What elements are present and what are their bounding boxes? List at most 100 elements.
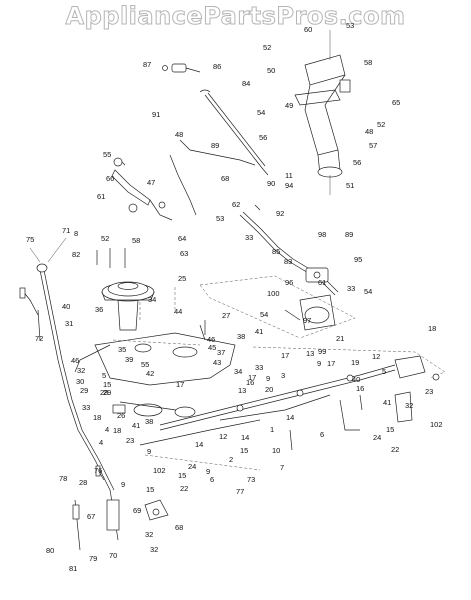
part-label: 12: [219, 432, 227, 441]
hardware-bolts: [96, 248, 363, 451]
part-label: 34: [234, 367, 242, 376]
part-label: 37: [217, 348, 225, 357]
part-label: 51: [346, 181, 354, 190]
part-label: 41: [132, 421, 140, 430]
part-label: 33: [245, 233, 253, 242]
part-label: 53: [346, 21, 354, 30]
control-rod-assembly: [162, 63, 269, 176]
part-label: 102: [153, 466, 166, 475]
part-label: 3: [281, 371, 285, 380]
part-label: 21: [336, 334, 344, 343]
part-label: 66: [106, 174, 114, 183]
part-label: 34: [148, 295, 156, 304]
part-label: 47: [147, 178, 155, 187]
part-label: 45: [208, 343, 216, 352]
part-label: 33: [82, 403, 90, 412]
part-label: 9: [147, 447, 151, 456]
drive-pulley: [101, 281, 155, 331]
part-label: 61: [97, 192, 105, 201]
part-label: 33: [347, 284, 355, 293]
watermark-text: AppliancePartsPros.com: [65, 2, 406, 31]
part-label: 53: [216, 214, 224, 223]
part-label: 80: [46, 546, 54, 555]
part-label: 55: [141, 360, 149, 369]
part-label: 12: [372, 352, 380, 361]
part-label: 4: [99, 438, 103, 447]
part-label: 95: [354, 255, 362, 264]
part-label: 85: [272, 247, 280, 256]
part-label: 9: [317, 359, 321, 368]
part-label: 89: [345, 230, 353, 239]
chute-assembly: [294, 30, 351, 195]
part-label: 90: [267, 179, 275, 188]
part-label: 10: [272, 446, 280, 455]
part-label: 2: [229, 455, 233, 464]
part-label: 13: [238, 386, 246, 395]
part-label: 54: [260, 310, 268, 319]
part-label: 29: [103, 388, 111, 397]
part-label: 23: [126, 436, 134, 445]
part-label: 33: [255, 363, 263, 372]
part-label: 98: [318, 230, 326, 239]
part-label: 23: [425, 387, 433, 396]
part-label: 32: [405, 401, 413, 410]
part-label: 38: [145, 417, 153, 426]
part-label: 22: [391, 445, 399, 454]
part-label: 54: [257, 108, 265, 117]
part-label: 71: [62, 226, 70, 235]
part-label: 92: [276, 209, 284, 218]
part-label: 5: [382, 367, 386, 376]
part-label: 32: [145, 530, 153, 539]
part-label: 68: [221, 174, 229, 183]
part-label: 14: [241, 433, 249, 442]
part-label: 31: [65, 319, 73, 328]
part-label: 39: [125, 355, 133, 364]
right-side-bracket: [339, 355, 440, 431]
part-label: 63: [180, 249, 188, 258]
part-label: 18: [113, 426, 121, 435]
part-label: 96: [285, 278, 293, 287]
part-label: 68: [175, 523, 183, 532]
part-label: 56: [353, 158, 361, 167]
part-label: 82: [72, 250, 80, 259]
part-label: 69: [133, 506, 141, 515]
part-label: 9: [266, 374, 270, 383]
part-label: 75: [26, 235, 34, 244]
part-label: 32: [77, 366, 85, 375]
part-label: 76: [94, 466, 102, 475]
part-label: 15: [386, 425, 394, 434]
part-label: 102: [430, 420, 443, 429]
part-label: 40: [62, 302, 70, 311]
cross-shafts: [139, 364, 396, 446]
part-label: 62: [232, 200, 240, 209]
part-label: 41: [255, 327, 263, 336]
part-label: 6: [210, 475, 214, 484]
part-label: 22: [180, 484, 188, 493]
part-label: 73: [247, 475, 255, 484]
part-label: 13: [306, 349, 314, 358]
frame-plate: [74, 324, 236, 386]
part-label: 65: [392, 98, 400, 107]
part-label: 24: [188, 462, 196, 471]
part-label: 81: [69, 564, 77, 573]
part-label: 52: [101, 234, 109, 243]
part-label: 15: [103, 380, 111, 389]
part-label: 17: [248, 373, 256, 382]
part-label: 35: [118, 345, 126, 354]
part-label: 7: [280, 463, 284, 472]
part-label: 91: [152, 110, 160, 119]
part-label: 18: [93, 413, 101, 422]
part-label: 72: [35, 334, 43, 343]
part-label: 77: [236, 487, 244, 496]
part-label: 32: [150, 545, 158, 554]
part-label: 61: [318, 278, 326, 287]
part-label: 41: [383, 398, 391, 407]
part-label: 6: [320, 430, 324, 439]
part-label: 56: [259, 133, 267, 142]
part-label: 42: [146, 369, 154, 378]
part-label: 18: [428, 324, 436, 333]
part-label: 58: [132, 236, 140, 245]
part-label: 28: [79, 478, 87, 487]
